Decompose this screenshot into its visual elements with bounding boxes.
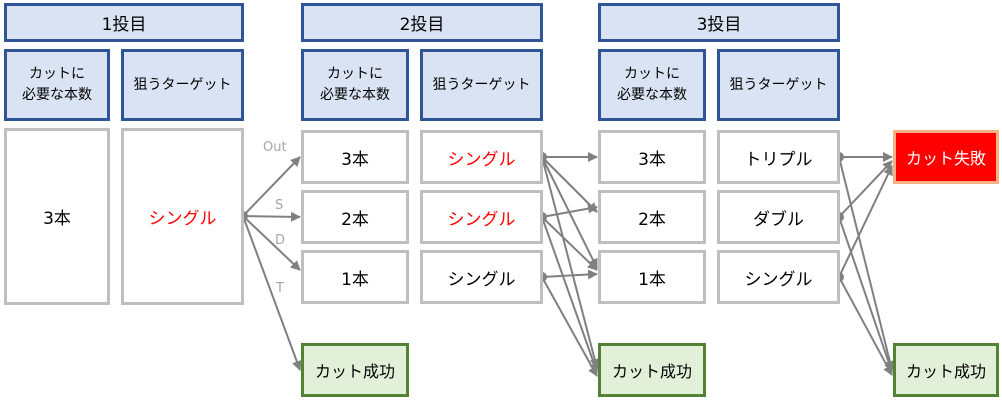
connector-arrow xyxy=(541,216,599,373)
throw3-row3-target-value: シングル xyxy=(744,269,813,290)
throw3-row3-required-value: 1本 xyxy=(638,269,666,290)
cut-success-box-1: カット成功 xyxy=(301,343,409,397)
throw2-row1-target: シングル xyxy=(420,130,543,184)
throw2-row2-target: シングル xyxy=(420,190,543,244)
cut-success-box-2: カット成功 xyxy=(598,343,706,397)
throw1-required-value: 3本 xyxy=(43,209,71,229)
connector-arrow xyxy=(242,215,301,271)
connector-arrow xyxy=(838,165,893,278)
subheader-target-label: 狙うターゲット xyxy=(432,76,531,93)
throw1-target-cell: シングル xyxy=(121,128,244,305)
throw3-row1-required-value: 3本 xyxy=(638,149,666,170)
connector-arrow xyxy=(838,156,895,371)
throw1-target-value: シングル xyxy=(148,209,217,229)
header-throw-3-label: 3投目 xyxy=(696,15,742,35)
subheader-required-3: カットに 必要な本数 xyxy=(598,49,706,121)
cut-success-label: カット成功 xyxy=(611,362,692,381)
throw2-row3-required-value: 1本 xyxy=(341,269,369,290)
connector-arrow xyxy=(541,276,598,377)
subheader-target-2: 狙うターゲット xyxy=(420,49,543,121)
subheader-required-line2: 必要な本数 xyxy=(320,87,390,103)
throw2-row1-target-value: シングル xyxy=(447,149,516,170)
throw2-row3-target: シングル xyxy=(420,250,543,304)
throw1-required-cell: 3本 xyxy=(4,128,110,305)
throw2-row1-required: 3本 xyxy=(301,130,409,184)
connector-arrow xyxy=(242,156,301,217)
header-throw-2: 2投目 xyxy=(301,3,543,42)
throw2-row2-required: 2本 xyxy=(301,190,409,244)
throw2-row2-target-value: シングル xyxy=(447,209,516,230)
edge-label-out: Out xyxy=(263,140,287,155)
throw3-row1-required: 3本 xyxy=(598,130,706,184)
subheader-required-line1: カットに xyxy=(327,66,383,82)
throw3-row3-target: シングル xyxy=(717,250,840,304)
throw2-row3-target-value: シングル xyxy=(447,269,516,290)
connector-arrow xyxy=(541,216,598,271)
header-throw-1: 1投目 xyxy=(4,3,244,42)
edge-label-single: S xyxy=(275,198,284,213)
throw3-row1-target-value: トリプル xyxy=(744,149,813,170)
connector-arrow xyxy=(242,215,302,371)
cut-success-label: カット成功 xyxy=(314,362,395,381)
connector-arrow xyxy=(838,216,894,373)
cut-fail-label: カット失敗 xyxy=(905,149,986,168)
throw3-row2-required: 2本 xyxy=(598,190,706,244)
subheader-target-label: 狙うターゲット xyxy=(133,76,232,93)
header-throw-1-label: 1投目 xyxy=(101,15,147,35)
subheader-required-line1: カットに xyxy=(624,66,680,82)
connector-arrow xyxy=(541,203,598,218)
connector-arrow xyxy=(541,269,598,280)
throw3-row2-target: ダブル xyxy=(717,190,840,244)
connector-arrow xyxy=(838,276,893,376)
cut-fail-box: カット失敗 xyxy=(893,130,999,184)
throw2-row2-required-value: 2本 xyxy=(341,209,369,230)
cut-success-label: カット成功 xyxy=(905,362,986,381)
subheader-required-2: カットに 必要な本数 xyxy=(301,49,409,121)
throw2-row1-required-value: 3本 xyxy=(341,149,369,170)
throw2-row3-required: 1本 xyxy=(301,250,409,304)
edge-label-triple: T xyxy=(276,281,284,296)
subheader-target-3: 狙うターゲット xyxy=(717,49,840,121)
connector-arrow xyxy=(242,211,301,222)
subheader-required-line2: 必要な本数 xyxy=(617,87,687,103)
subheader-required-line2: 必要な本数 xyxy=(22,87,92,103)
connector-arrow xyxy=(541,156,598,213)
header-throw-3: 3投目 xyxy=(598,3,840,42)
throw3-row1-target: トリプル xyxy=(717,130,840,184)
edge-label-double: D xyxy=(275,233,286,248)
throw3-row3-required: 1本 xyxy=(598,250,706,304)
subheader-target-1: 狙うターゲット xyxy=(121,49,244,121)
subheader-required-line1: カットに xyxy=(29,66,85,82)
connector-arrow xyxy=(838,160,893,218)
header-throw-2-label: 2投目 xyxy=(399,15,445,35)
throw3-row2-target-value: ダブル xyxy=(753,209,804,230)
throw3-row2-required-value: 2本 xyxy=(638,209,666,230)
connector-arrow xyxy=(541,156,600,369)
subheader-target-label: 狙うターゲット xyxy=(729,76,828,93)
subheader-required-1: カットに 必要な本数 xyxy=(4,49,110,121)
cut-success-box-3: カット成功 xyxy=(893,343,999,397)
